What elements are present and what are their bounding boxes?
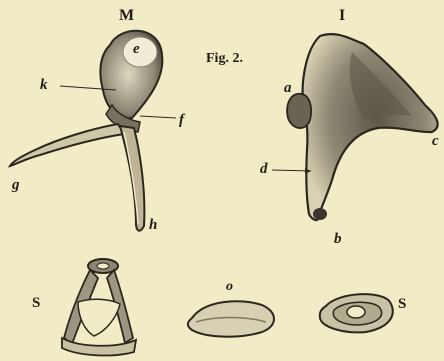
incus-drawing bbox=[272, 34, 438, 220]
label-s-left: S bbox=[32, 296, 40, 311]
label-f: f bbox=[179, 113, 184, 128]
stapes-side-drawing bbox=[62, 259, 136, 355]
malleus-title: M bbox=[119, 8, 134, 24]
label-h: h bbox=[149, 218, 157, 233]
label-k: k bbox=[40, 78, 48, 93]
label-a: a bbox=[284, 81, 292, 96]
label-b: b bbox=[334, 232, 342, 247]
malleus-drawing bbox=[10, 31, 176, 231]
label-g: g bbox=[12, 178, 20, 193]
incus-title: I bbox=[339, 8, 345, 24]
stapes-footplate-drawing bbox=[188, 301, 274, 336]
stapes-base-drawing bbox=[320, 294, 393, 332]
figure-caption: Fig. 2. bbox=[206, 52, 243, 66]
label-s-right: S bbox=[398, 297, 406, 312]
label-e: e bbox=[133, 42, 140, 57]
label-d: d bbox=[260, 162, 268, 177]
label-c: c bbox=[432, 134, 439, 149]
label-o: o bbox=[226, 280, 233, 294]
